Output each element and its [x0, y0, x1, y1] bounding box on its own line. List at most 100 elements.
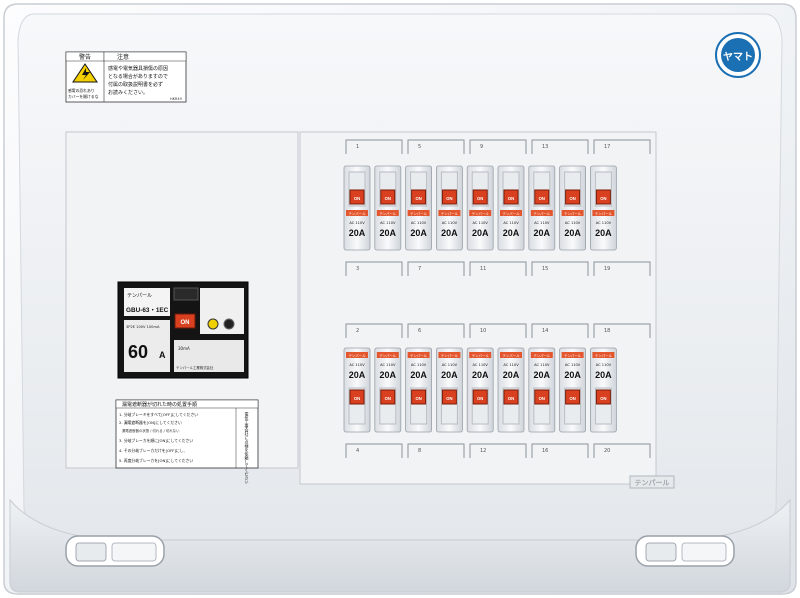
breaker-switch[interactable] — [380, 389, 396, 405]
left-latch[interactable] — [65, 535, 165, 567]
test-button-icon[interactable] — [207, 318, 219, 330]
main-breaker-spec: 3P2E 100V 100mA — [126, 325, 160, 329]
breaker-voltage: AC 110V — [411, 221, 427, 225]
breaker-rating: 20A — [472, 228, 489, 238]
breaker-rating: 20A — [534, 370, 551, 380]
reset-button-icon[interactable] — [223, 318, 235, 330]
circuit-top-lower-slot: 7 — [407, 261, 465, 276]
right-latch[interactable] — [635, 535, 735, 567]
panel-bottom-band — [9, 498, 791, 593]
breaker-rating: 20A — [595, 370, 612, 380]
breaker-switch[interactable] — [534, 189, 550, 205]
breaker-switch[interactable] — [411, 189, 427, 205]
breaker-switch-label: ON — [385, 396, 391, 401]
breaker-switch[interactable] — [595, 389, 611, 405]
circuit-bottom-lower-slot: 4 — [345, 443, 403, 458]
breaker-voltage: AC 110V — [565, 221, 581, 225]
notice-line4: お読みください。 — [108, 89, 148, 96]
branch-breaker: テンパール AC 110V 20A ON — [528, 347, 556, 433]
circuit-bottom-upper-slot: 6 — [407, 323, 465, 338]
circuit-top-lower-slot: 15 — [531, 261, 589, 276]
circuit-bottom-upper-slot: 14 — [531, 323, 589, 338]
breaker-switch-label: ON — [539, 396, 545, 401]
circuit-bottom-upper-number: 18 — [604, 328, 610, 334]
breaker-switch[interactable] — [595, 189, 611, 205]
breaker-brand: テンパール — [533, 353, 551, 358]
breaker-switch[interactable] — [411, 389, 427, 405]
circuit-top-lower-slot: 11 — [469, 261, 527, 276]
main-breaker-switch[interactable] — [174, 313, 196, 329]
circuit-bottom-lower-slot: 12 — [469, 443, 527, 458]
manufacturer-logo: ヤマト — [715, 32, 761, 78]
breaker-switch[interactable] — [349, 189, 365, 205]
main-breaker: テンパール GBU-63・1EC 3P2E 100V 100mA 60 A ON… — [117, 281, 249, 379]
circuit-bottom-lower-slot: 20 — [593, 443, 651, 458]
breaker-switch[interactable] — [349, 389, 365, 405]
breaker-rating: 20A — [441, 228, 458, 238]
instruction-sheet: 漏電遮断器が切れた時の処置手順 1. 分岐ブレーキをすべて[OFF]にしてくださ… — [115, 399, 259, 484]
breaker-rating: 20A — [564, 228, 581, 238]
breaker-voltage: AC 110V — [534, 363, 550, 367]
breaker-brand: テンパール — [379, 353, 397, 358]
instruction-step3: 3. 分岐ブレーカを順に[ON]にしてください — [119, 438, 193, 443]
breaker-brand: テンパール — [503, 353, 521, 358]
breaker-voltage: AC 110V — [503, 221, 519, 225]
breaker-voltage: AC 110V — [473, 363, 489, 367]
breaker-brand: テンパール — [441, 211, 459, 216]
circuit-top-slot: 1 — [345, 139, 403, 154]
notice-line3: 付属の取扱説明書を必ず — [108, 81, 163, 88]
circuit-top-number: 1 — [356, 144, 359, 150]
breaker-voltage: AC 110V — [349, 363, 365, 367]
breaker-voltage: AC 110V — [349, 221, 365, 225]
circuit-top-slot: 17 — [593, 139, 651, 154]
breaker-switch-label: ON — [569, 196, 575, 201]
circuit-top-number: 5 — [418, 144, 421, 150]
breaker-switch[interactable] — [472, 189, 488, 205]
breaker-switch-label: ON — [477, 396, 483, 401]
main-breaker-model: GBU-63・1EC — [126, 307, 169, 314]
breaker-switch[interactable] — [380, 189, 396, 205]
breaker-brand: テンパール — [533, 211, 551, 216]
main-breaker-unit: A — [159, 350, 166, 360]
breaker-switch-label: ON — [508, 396, 514, 401]
breaker-brand: テンパール — [595, 353, 613, 358]
breaker-switch[interactable] — [503, 189, 519, 205]
breaker-switch[interactable] — [565, 389, 581, 405]
breaker-voltage: AC 110V — [596, 221, 612, 225]
breaker-brand: テンパール — [564, 353, 582, 358]
notice-line1: 感電や電気器具損傷の原因 — [108, 65, 168, 72]
breaker-switch[interactable] — [441, 189, 457, 205]
breaker-rating: 20A — [349, 370, 366, 380]
circuit-bottom-lower-number: 8 — [418, 448, 421, 454]
breaker-voltage: AC 110V — [534, 221, 550, 225]
breaker-switch[interactable] — [534, 389, 550, 405]
breaker-switch[interactable] — [503, 389, 519, 405]
breaker-switch[interactable] — [472, 389, 488, 405]
circuit-top-lower-number: 11 — [480, 266, 486, 272]
breaker-brand: テンパール — [503, 211, 521, 216]
breaker-switch-label: ON — [446, 396, 452, 401]
breaker-switch[interactable] — [441, 389, 457, 405]
breaker-voltage: AC 110V — [380, 363, 396, 367]
circuit-bottom-lower-number: 4 — [356, 448, 359, 454]
breaker-rating: 20A — [534, 228, 551, 238]
breaker-brand: テンパール — [595, 211, 613, 216]
breaker-switch[interactable] — [565, 189, 581, 205]
breaker-rating: 20A — [349, 228, 366, 238]
breaker-brand: テンパール — [349, 353, 367, 358]
breaker-rating: 20A — [503, 370, 520, 380]
breaker-voltage: AC 110V — [596, 363, 612, 367]
circuit-top-slot: 5 — [407, 139, 465, 154]
breaker-switch-label: ON — [569, 396, 575, 401]
circuit-bottom-upper-slot: 10 — [469, 323, 527, 338]
